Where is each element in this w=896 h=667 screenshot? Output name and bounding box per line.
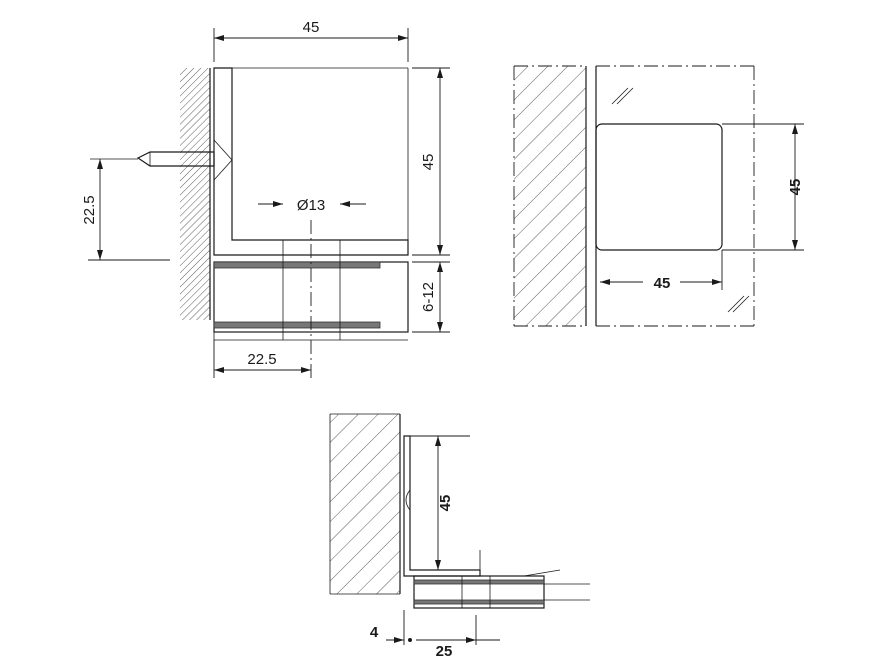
top-view: 45 4 25 bbox=[329, 413, 590, 660]
hole-diameter-label: Ø13 bbox=[297, 197, 325, 214]
side-width-label: 45 bbox=[303, 19, 320, 36]
wall-offset-label: 4 bbox=[370, 624, 379, 641]
screw bbox=[136, 151, 215, 167]
center-height-label: 22.5 bbox=[81, 195, 98, 224]
fitting-face bbox=[595, 123, 723, 251]
front-width-label: 45 bbox=[654, 275, 671, 292]
side-view: 45 45 6-12 22.5 Ø13 22.5 bbox=[81, 19, 450, 378]
clamp-top bbox=[413, 575, 545, 609]
glass-thickness-label: 6-12 bbox=[420, 282, 437, 312]
top-height-label: 45 bbox=[437, 495, 454, 512]
depth-label: 25 bbox=[436, 643, 453, 660]
wall-hatch-top bbox=[330, 414, 400, 594]
side-height-label: 45 bbox=[420, 154, 437, 171]
front-height-label: 45 bbox=[787, 179, 804, 196]
front-view: 45 45 bbox=[513, 65, 804, 327]
wall-hatch-front bbox=[514, 66, 586, 326]
wall-hatch bbox=[180, 68, 210, 320]
bottom-offset-label: 22.5 bbox=[247, 351, 276, 368]
